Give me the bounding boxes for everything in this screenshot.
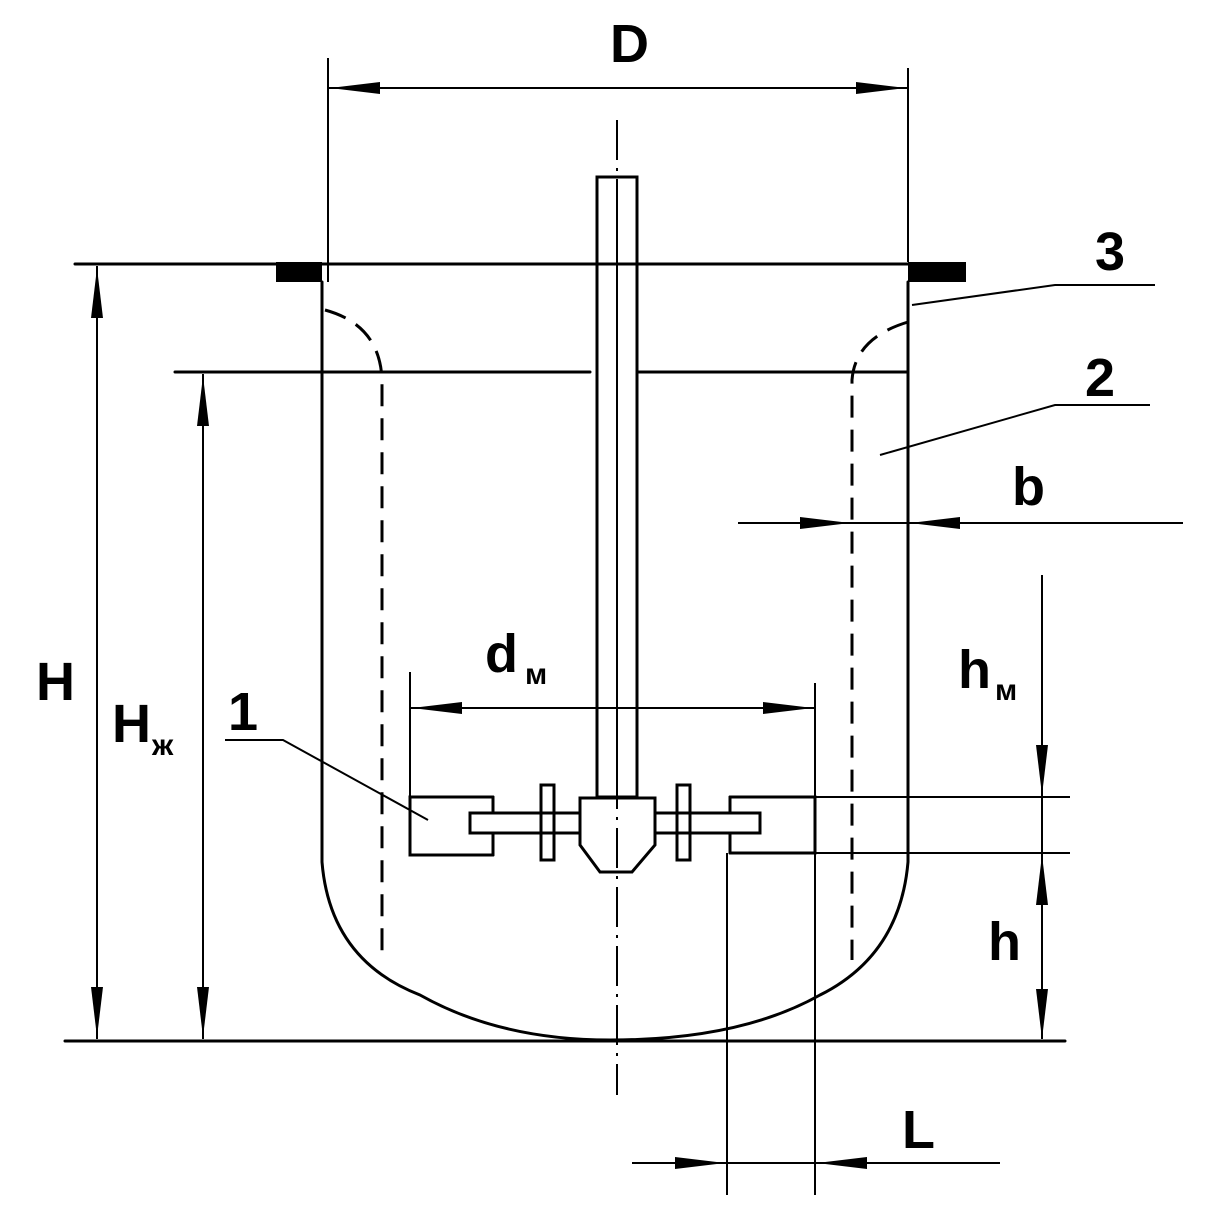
hm-arrow-top — [1036, 745, 1048, 795]
left-flange — [276, 262, 322, 282]
label-b: b — [1012, 457, 1045, 517]
b-arrow-right — [910, 517, 960, 529]
right-flange — [908, 262, 966, 282]
impeller-hub — [578, 796, 657, 874]
label-dm-subscript: м — [525, 658, 547, 691]
dm-arrow-left — [412, 702, 462, 714]
impeller-blade-right — [728, 795, 817, 855]
label-h: h — [988, 912, 1021, 972]
label-H: H — [36, 652, 75, 712]
label-dm: d — [485, 624, 518, 684]
impeller-arm-left — [468, 811, 582, 835]
label-Hzh-subscript: ж — [151, 729, 174, 762]
h-liquid-arrow-top — [197, 376, 209, 426]
impeller-blade-left — [408, 795, 495, 857]
b-arrow-left — [800, 517, 850, 529]
vessel-wall — [320, 280, 910, 1042]
right-baffle — [850, 320, 909, 960]
h-arrow-bottom — [1036, 989, 1048, 1039]
h-total-arrow-bottom — [91, 987, 103, 1037]
arm-collar-left — [539, 783, 556, 862]
callout-leader-1 — [225, 739, 429, 821]
dm-arrow-right — [763, 702, 813, 714]
callout-leader-3 — [911, 284, 1155, 306]
callout-label-1: 1 — [228, 682, 258, 742]
label-Hzh: H — [112, 694, 151, 754]
left-baffle — [324, 308, 384, 960]
callout-label-2: 2 — [1085, 348, 1115, 408]
label-hm: h — [958, 640, 991, 700]
impeller-arm-right — [653, 811, 762, 835]
hm-arrow-bottom — [1036, 855, 1048, 905]
callout-leader-2 — [879, 404, 1150, 456]
l-arrow-left — [675, 1157, 725, 1169]
d-arrow-left — [330, 82, 380, 94]
label-hm-subscript: м — [995, 674, 1017, 707]
h-liquid-arrow-bottom — [197, 987, 209, 1037]
arm-collar-right — [675, 783, 692, 862]
label-D: D — [610, 14, 649, 74]
l-arrow-right — [817, 1157, 867, 1169]
label-L: L — [902, 1100, 935, 1160]
h-total-arrow-top — [91, 268, 103, 318]
d-arrow-right — [856, 82, 906, 94]
callout-label-3: 3 — [1095, 222, 1125, 282]
